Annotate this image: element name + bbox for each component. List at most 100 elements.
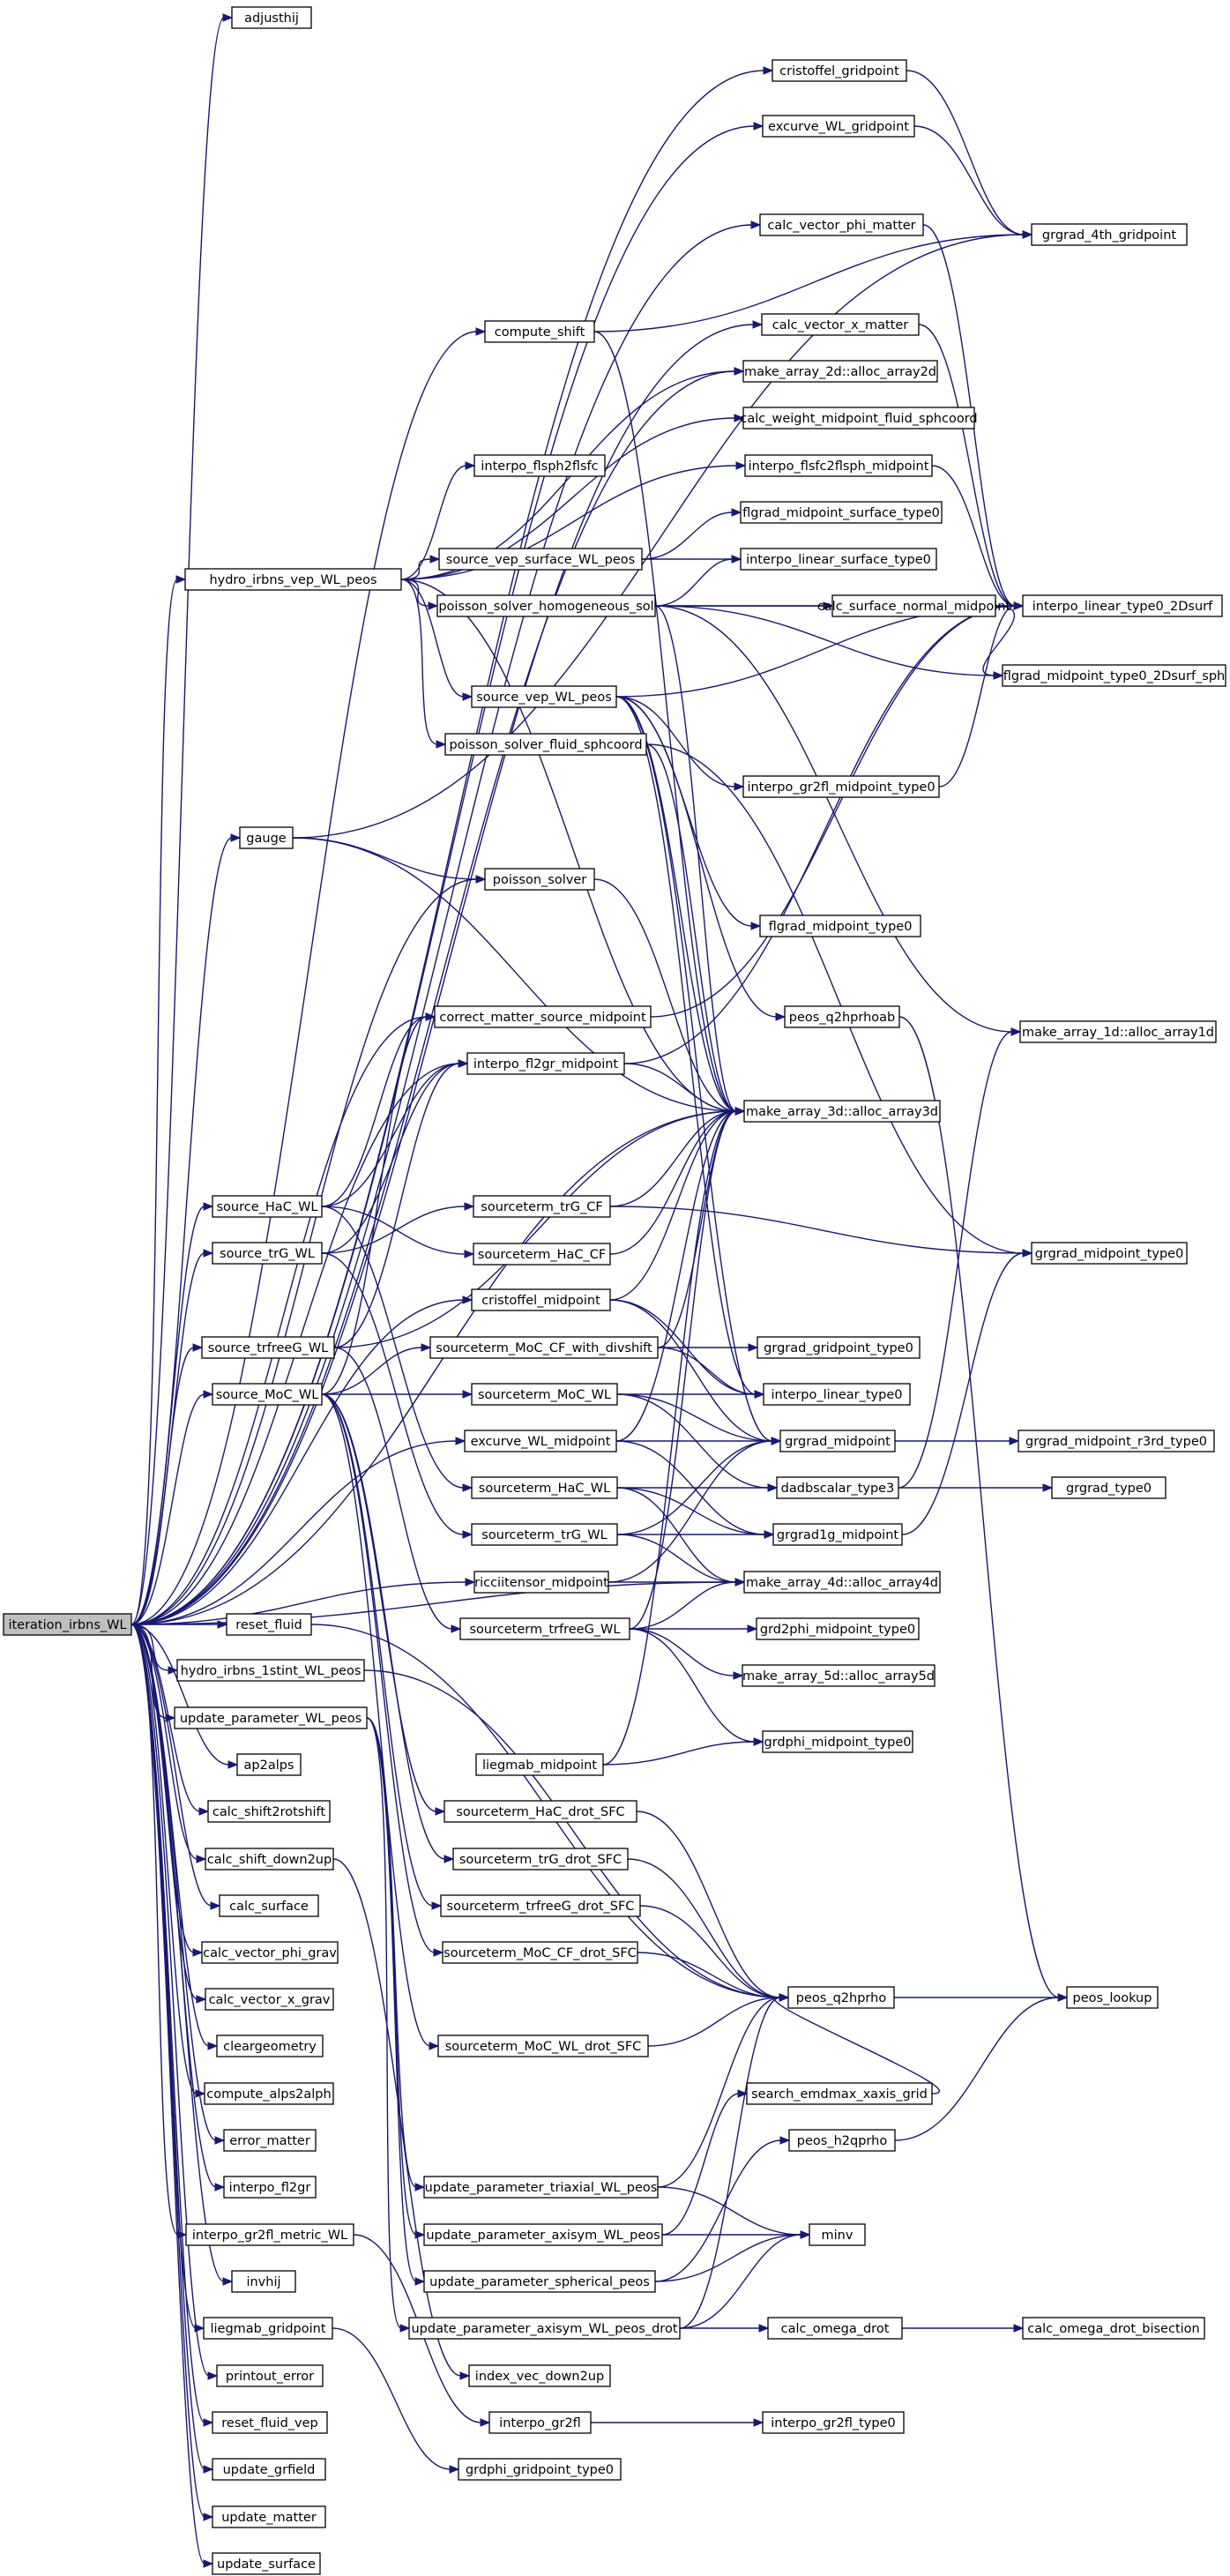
node-calc-vector-x-matter[interactable]: calc_vector_x_matter <box>761 313 920 336</box>
node-source-vep-wl-peos[interactable]: source_vep_WL_peos <box>471 685 617 708</box>
node-hydro-irbns-vep-wl-peos[interactable]: hydro_irbns_vep_WL_peos <box>184 568 402 591</box>
node-index-vec-down2up[interactable]: index_vec_down2up <box>468 2364 611 2387</box>
node-sourceterm-trg-drot-sfc[interactable]: sourceterm_trG_drot_SFC <box>452 1848 629 1870</box>
node-poisson-solver-fluid-sphcoord[interactable]: poisson_solver_fluid_sphcoord <box>444 733 647 756</box>
node-update-parameter-axisym-wl-peos[interactable]: update_parameter_axisym_WL_peos <box>423 2223 663 2246</box>
node-sourceterm-hac-cf[interactable]: sourceterm_HaC_CF <box>473 1243 611 1266</box>
node-grdphi-gridpoint-type0[interactable]: grdphi_gridpoint_type0 <box>458 2458 622 2481</box>
node-minv[interactable]: minv <box>809 2223 866 2246</box>
node-grgrad-midpoint[interactable]: grgrad_midpoint <box>779 1430 896 1452</box>
node-interpo-flsph2flsfc[interactable]: interpo_flsph2flsfc <box>473 454 606 477</box>
node-compute-shift[interactable]: compute_shift <box>484 320 595 343</box>
node-grgrad-midpoint-r3rd-type0[interactable]: grgrad_midpoint_r3rd_type0 <box>1018 1430 1215 1452</box>
node-source-moc-wl[interactable]: source_MoC_WL <box>212 1383 323 1406</box>
node-interpo-linear-type0-2dsurf[interactable]: interpo_linear_type0_2Dsurf <box>1022 594 1223 617</box>
node-interpo-gr2fl[interactable]: interpo_gr2fl <box>488 2411 592 2434</box>
node-interpo-fl2gr[interactable]: interpo_fl2gr <box>223 2176 317 2199</box>
node-peos-lookup[interactable]: peos_lookup <box>1066 1986 1159 2009</box>
node-correct-matter-source-midpoint[interactable]: correct_matter_source_midpoint <box>434 1005 652 1028</box>
node-interpo-linear-type0[interactable]: interpo_linear_type0 <box>763 1383 911 1406</box>
node-invhij[interactable]: invhij <box>231 2270 296 2293</box>
node-adjusthij[interactable]: adjusthij <box>231 6 312 29</box>
node-flgrad-midpoint-type0-2dsurf-sph[interactable]: flgrad_midpoint_type0_2Dsurf_sph <box>1002 664 1226 687</box>
node-sourceterm-hac-wl[interactable]: sourceterm_HaC_WL <box>471 1476 618 1499</box>
node-source-hac-wl[interactable]: source_HaC_WL <box>212 1195 323 1218</box>
node-calc-vector-x-grav[interactable]: calc_vector_x_grav <box>205 1988 334 2011</box>
node-sourceterm-trg-cf[interactable]: sourceterm_trG_CF <box>473 1195 611 1218</box>
node-update-grfield[interactable]: update_grfield <box>212 2458 326 2481</box>
node-update-parameter-spherical-peos[interactable]: update_parameter_spherical_peos <box>423 2270 656 2293</box>
node-interpo-gr2fl-metric-wl[interactable]: interpo_gr2fl_metric_WL <box>185 2223 354 2246</box>
node-calc-vector-phi-matter[interactable]: calc_vector_phi_matter <box>759 213 924 236</box>
node-interpo-linear-surface-type0[interactable]: interpo_linear_surface_type0 <box>740 548 937 571</box>
node-grdphi-midpoint-type0[interactable]: grdphi_midpoint_type0 <box>762 1730 913 1753</box>
node-grd2phi-midpoint-type0[interactable]: grd2phi_midpoint_type0 <box>756 1617 920 1640</box>
node-update-parameter-axisym-wl-peos-drot[interactable]: update_parameter_axisym_WL_peos_drot <box>408 2317 681 2340</box>
node-calc-vector-phi-grav[interactable]: calc_vector_phi_grav <box>201 1941 339 1964</box>
node-calc-surface[interactable]: calc_surface <box>219 1894 319 1917</box>
node-source-trg-wl[interactable]: source_trG_WL <box>212 1242 323 1265</box>
node-grgrad1g-midpoint[interactable]: grgrad1g_midpoint <box>772 1523 903 1546</box>
node-cristoffel-midpoint[interactable]: cristoffel_midpoint <box>471 1288 611 1311</box>
node-calc-shift2rotshift[interactable]: calc_shift2rotshift <box>207 1800 331 1823</box>
node-sourceterm-moc-wl[interactable]: sourceterm_MoC_WL <box>471 1383 618 1406</box>
node-calc-shift-down2up[interactable]: calc_shift_down2up <box>205 1848 334 1870</box>
node-grgrad-gridpoint-type0[interactable]: grgrad_gridpoint_type0 <box>757 1336 921 1359</box>
node-dadbscalar-type3[interactable]: dadbscalar_type3 <box>776 1476 899 1499</box>
node-sourceterm-moc-cf-drot-sfc[interactable]: sourceterm_MoC_CF_drot_SFC <box>442 1941 638 1964</box>
node-cleargeometry[interactable]: cleargeometry <box>216 2035 324 2057</box>
node-excurve-wl-midpoint[interactable]: excurve_WL_midpoint <box>464 1430 617 1452</box>
node-make-array-3d-alloc-array3d[interactable]: make_array_3d::alloc_array3d <box>743 1100 941 1123</box>
node-flgrad-midpoint-surface-type0[interactable]: flgrad_midpoint_surface_type0 <box>740 501 943 524</box>
node-gauge[interactable]: gauge <box>239 826 294 849</box>
node-source-vep-surface-wl-peos[interactable]: source_vep_surface_WL_peos <box>438 548 643 571</box>
node-peos-q2hprho[interactable]: peos_q2hprho <box>787 1986 895 2009</box>
node-update-parameter-triaxial-wl-peos[interactable]: update_parameter_triaxial_WL_peos <box>423 2176 659 2199</box>
node-ricciitensor-midpoint[interactable]: ricciitensor_midpoint <box>473 1571 609 1594</box>
node-interpo-flsfc2flsph-midpoint[interactable]: interpo_flsfc2flsph_midpoint <box>744 454 933 477</box>
node-sourceterm-moc-wl-drot-sfc[interactable]: sourceterm_MoC_WL_drot_SFC <box>437 2035 649 2057</box>
node-make-array-1d-alloc-array1d[interactable]: make_array_1d::alloc_array1d <box>1019 1020 1217 1043</box>
node-reset-fluid[interactable]: reset_fluid <box>226 1613 312 1636</box>
node-sourceterm-moc-cf-with-divshift[interactable]: sourceterm_MoC_CF_with_divshift <box>429 1336 659 1359</box>
node-update-surface[interactable]: update_surface <box>212 2552 321 2575</box>
node-flgrad-midpoint-type0[interactable]: flgrad_midpoint_type0 <box>759 915 921 937</box>
node-peos-h2qprho[interactable]: peos_h2qprho <box>788 2129 896 2152</box>
node-sourceterm-trfreeg-wl[interactable]: sourceterm_trfreeG_WL <box>459 1617 630 1640</box>
node-sourceterm-trfreeg-drot-sfc[interactable]: sourceterm_trfreeG_drot_SFC <box>440 1894 641 1917</box>
node-excurve-wl-gridpoint[interactable]: excurve_WL_gridpoint <box>762 115 915 138</box>
node-calc-omega-drot-bisection[interactable]: calc_omega_drot_bisection <box>1022 2317 1205 2340</box>
node-interpo-fl2gr-midpoint[interactable]: interpo_fl2gr_midpoint <box>466 1052 625 1075</box>
node-liegmab-midpoint[interactable]: liegmab_midpoint <box>475 1753 604 1776</box>
node-calc-omega-drot[interactable]: calc_omega_drot <box>767 2317 903 2340</box>
node-calc-surface-normal-midpoint[interactable]: calc_surface_normal_midpoint <box>817 594 1011 617</box>
node-calc-weight-midpoint-fluid-sphcoord[interactable]: calc_weight_midpoint_fluid_sphcoord <box>740 407 978 429</box>
node-grgrad-4th-gridpoint[interactable]: grgrad_4th_gridpoint <box>1031 223 1188 246</box>
node-compute-alps2alph[interactable]: compute_alps2alph <box>204 2082 334 2105</box>
node-interpo-gr2fl-type0[interactable]: interpo_gr2fl_type0 <box>762 2411 905 2434</box>
node-poisson-solver[interactable]: poisson_solver <box>484 868 595 891</box>
node-printout-error[interactable]: printout_error <box>216 2364 324 2387</box>
node-error-matter[interactable]: error_matter <box>223 2129 317 2152</box>
node-update-matter[interactable]: update_matter <box>212 2505 326 2528</box>
node-make-array-2d-alloc-array2d[interactable]: make_array_2d::alloc_array2d <box>742 360 938 383</box>
node-liegmab-gridpoint[interactable]: liegmab_gridpoint <box>203 2317 333 2340</box>
node-hydro-irbns-1stint-wl-peos[interactable]: hydro_irbns_1stint_WL_peos <box>176 1659 365 1682</box>
node-reset-fluid-vep[interactable]: reset_fluid_vep <box>212 2411 328 2434</box>
node-ap2alps[interactable]: ap2alps <box>236 1753 302 1776</box>
node-make-array-5d-alloc-array5d[interactable]: make_array_5d::alloc_array5d <box>742 1664 936 1687</box>
node-poisson-solver-homogeneous-sol[interactable]: poisson_solver_homogeneous_sol <box>436 594 656 617</box>
node-make-array-4d-alloc-array4d[interactable]: make_array_4d::alloc_array4d <box>743 1571 941 1594</box>
node-search-emdmax-xaxis-grid[interactable]: search_emdmax_xaxis_grid <box>746 2082 933 2105</box>
node-source-trfreeg-wl[interactable]: source_trfreeG_WL <box>201 1336 335 1359</box>
node-sourceterm-trg-wl[interactable]: sourceterm_trG_WL <box>471 1523 618 1546</box>
node-sourceterm-hac-drot-sfc[interactable]: sourceterm_HaC_drot_SFC <box>444 1800 637 1823</box>
node-update-parameter-wl-peos[interactable]: update_parameter_WL_peos <box>174 1706 368 1729</box>
node-cristoffel-gridpoint[interactable]: cristoffel_gridpoint <box>772 59 907 82</box>
node-interpo-gr2fl-midpoint-type0[interactable]: interpo_gr2fl_midpoint_type0 <box>742 775 940 798</box>
node-iteration-irbns-wl[interactable]: iteration_irbns_WL <box>3 1613 132 1636</box>
node-peos-q2hprhoab[interactable]: peos_q2hprhoab <box>784 1005 900 1028</box>
node-grgrad-type0[interactable]: grgrad_type0 <box>1051 1476 1167 1499</box>
node-label: source_vep_surface_WL_peos <box>446 553 635 567</box>
node-grgrad-midpoint-type0[interactable]: grgrad_midpoint_type0 <box>1031 1242 1188 1265</box>
